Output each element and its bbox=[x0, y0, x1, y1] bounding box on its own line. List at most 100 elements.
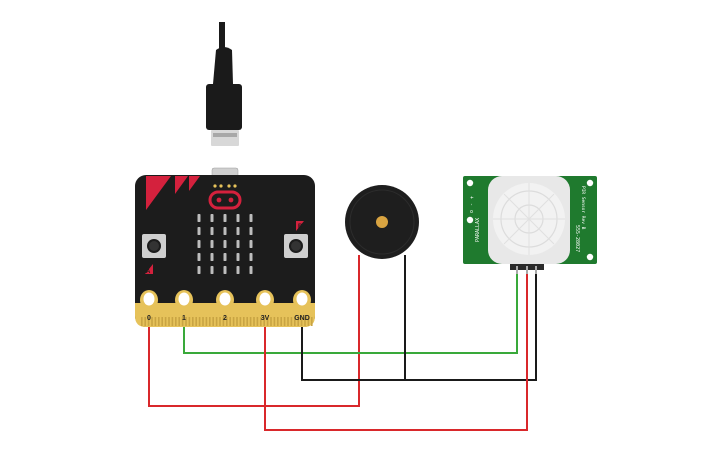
led bbox=[197, 253, 201, 261]
led bbox=[236, 266, 240, 274]
connector-tooth bbox=[147, 317, 150, 326]
connector-tooth bbox=[297, 317, 299, 326]
led bbox=[249, 227, 253, 235]
connector-tooth bbox=[209, 317, 211, 326]
connector-tooth bbox=[236, 317, 238, 326]
connector-tooth bbox=[202, 317, 204, 326]
led bbox=[210, 253, 214, 261]
connector-tooth bbox=[175, 317, 177, 326]
edge-connector-teeth bbox=[141, 317, 313, 326]
connector-tooth bbox=[219, 317, 221, 326]
connector-tooth bbox=[168, 317, 170, 326]
pin-label-p0: 0 bbox=[147, 315, 151, 322]
wires bbox=[148, 258, 537, 431]
connector-tooth bbox=[164, 317, 167, 326]
pin-holes bbox=[140, 290, 311, 310]
pir-left-text: PARALLAX bbox=[475, 218, 481, 242]
connector-tooth bbox=[246, 317, 248, 326]
connector-tooth bbox=[266, 317, 269, 326]
connector-tooth bbox=[253, 317, 255, 326]
connector-tooth bbox=[232, 317, 235, 326]
connector-tooth bbox=[283, 317, 286, 326]
button-b-label-icon: B bbox=[296, 221, 304, 231]
led bbox=[197, 240, 201, 248]
led bbox=[197, 227, 201, 235]
pin-p1[interactable] bbox=[175, 290, 193, 310]
pin-labels: 0 1 2 3V GND bbox=[147, 315, 310, 322]
connector-tooth bbox=[171, 317, 174, 326]
led bbox=[236, 240, 240, 248]
connector-tooth bbox=[270, 317, 272, 326]
pin-label-p2: 2 bbox=[223, 315, 227, 322]
wire-red-pin0-buzzer[interactable] bbox=[148, 258, 360, 407]
connector-tooth bbox=[256, 317, 259, 326]
led bbox=[197, 214, 201, 222]
pir-pin-marks: + - o bbox=[468, 196, 474, 213]
usb-cable-icon bbox=[206, 22, 242, 146]
connector-tooth bbox=[290, 317, 293, 326]
wire-black-gnd-buzzer[interactable] bbox=[301, 258, 406, 381]
connector-tooth bbox=[263, 317, 265, 326]
connector-tooth bbox=[226, 317, 228, 326]
connector-tooth bbox=[154, 317, 157, 326]
connector-tooth bbox=[311, 317, 313, 326]
connector-tooth bbox=[249, 317, 252, 326]
pir-rev-text: PIR Sensor Rev B bbox=[580, 186, 586, 230]
connector-tooth bbox=[181, 317, 184, 326]
connector-tooth bbox=[287, 317, 289, 326]
led bbox=[223, 227, 227, 235]
connector-tooth bbox=[307, 317, 310, 326]
pir-pin-mark-minus: - bbox=[468, 203, 474, 206]
button-a-label: A bbox=[146, 269, 151, 275]
pin-label-p1: 1 bbox=[182, 315, 186, 322]
connector-tooth bbox=[185, 317, 187, 326]
led bbox=[210, 227, 214, 235]
pin-pgnd[interactable] bbox=[293, 290, 311, 310]
connector-tooth bbox=[229, 317, 231, 326]
led bbox=[210, 214, 214, 222]
pin-p2[interactable] bbox=[216, 290, 234, 310]
led bbox=[249, 253, 253, 261]
led bbox=[236, 253, 240, 261]
wire-red-3v-pir[interactable] bbox=[264, 272, 528, 431]
led bbox=[223, 253, 227, 261]
connector-tooth bbox=[280, 317, 282, 326]
pir-right-text: 555-28027 bbox=[574, 225, 580, 252]
led bbox=[197, 266, 201, 274]
wire-green-pin1-pir[interactable] bbox=[183, 272, 518, 354]
connector-tooth bbox=[198, 317, 201, 326]
wire-black-gnd-pir[interactable] bbox=[405, 272, 537, 381]
connector-tooth bbox=[192, 317, 194, 326]
led bbox=[210, 240, 214, 248]
pin-p0[interactable] bbox=[140, 290, 158, 310]
led bbox=[249, 266, 253, 274]
led bbox=[236, 214, 240, 222]
connector-tooth bbox=[141, 317, 143, 326]
button-b-label: B bbox=[298, 224, 303, 230]
pin-label-pgnd: GND bbox=[294, 315, 310, 322]
button-b[interactable] bbox=[284, 234, 308, 258]
led bbox=[236, 227, 240, 235]
connector-tooth bbox=[304, 317, 306, 326]
connector-tooth bbox=[239, 317, 242, 326]
connector-tooth bbox=[188, 317, 191, 326]
pin-p3v[interactable] bbox=[256, 290, 274, 310]
led bbox=[210, 266, 214, 274]
led bbox=[223, 240, 227, 248]
buzzer-icon[interactable] bbox=[345, 185, 419, 262]
button-a[interactable] bbox=[142, 234, 166, 258]
pir-sensor[interactable]: PARALLAX 555-28027 PIR Sensor Rev B + - … bbox=[463, 176, 597, 274]
led bbox=[249, 214, 253, 222]
pir-dome-icon bbox=[488, 176, 570, 264]
connector-tooth bbox=[178, 317, 180, 326]
pin-label-p3v: 3V bbox=[261, 315, 270, 322]
connector-tooth bbox=[260, 317, 262, 326]
pir-pin-mark-out: o bbox=[468, 210, 474, 213]
top-pads bbox=[213, 184, 237, 188]
pir-pin-mark-plus: + bbox=[468, 196, 474, 199]
led bbox=[223, 214, 227, 222]
connector-tooth bbox=[294, 317, 296, 326]
connector-tooth bbox=[144, 317, 146, 326]
connector-tooth bbox=[273, 317, 276, 326]
